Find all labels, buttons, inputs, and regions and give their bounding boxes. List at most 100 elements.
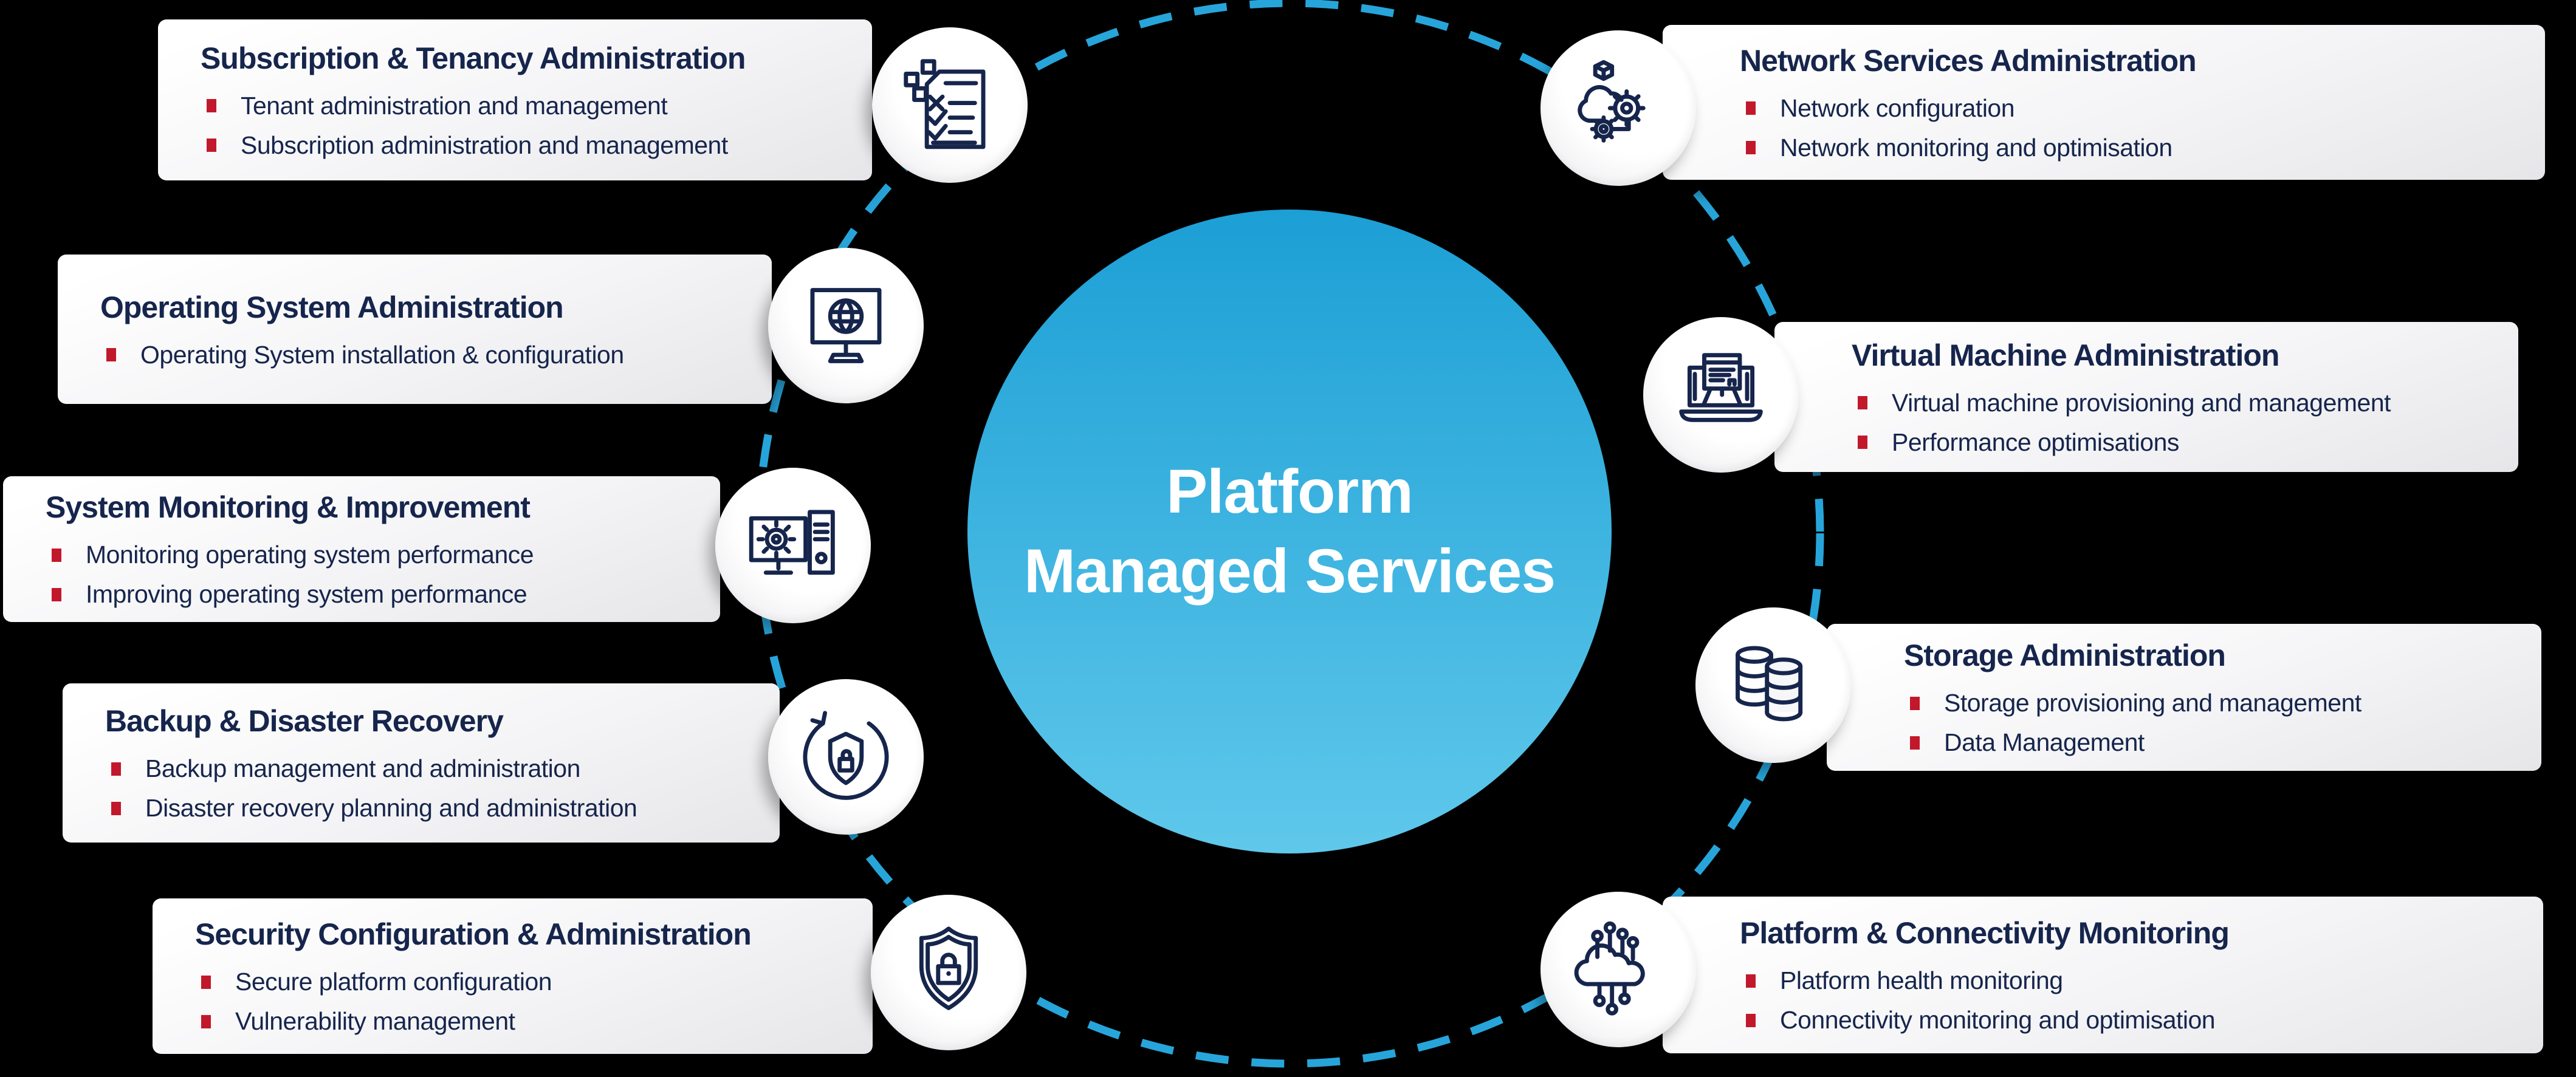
bullet-item: Data Management [1904, 728, 2505, 757]
bullet-marker [1746, 101, 1756, 115]
bullet-item: Disaster recovery planning and administr… [105, 794, 658, 822]
bullet-text: Platform health monitoring [1780, 966, 2063, 994]
cloud-gears-icon [1566, 56, 1671, 160]
cloud-network-icon [1566, 917, 1671, 1022]
checklist-icon-badge [872, 27, 1028, 183]
card-subscription-tenancy: Subscription & Tenancy Administration Te… [158, 19, 872, 180]
bullet-marker [1858, 436, 1867, 449]
bullet-text: Network configuration [1780, 94, 2015, 122]
card-system-monitoring: System Monitoring & Improvement Monitori… [3, 476, 720, 622]
bullet-item: Storage provisioning and management [1904, 689, 2505, 717]
center-circle: Platform Managed Services [967, 210, 1612, 853]
shield-refresh-icon-badge [768, 679, 924, 835]
bullet-text: Operating System installation & configur… [140, 340, 624, 369]
database-icon-badge [1695, 607, 1851, 763]
card-title: Operating System Administration [100, 290, 564, 324]
bullet-text: Monitoring operating system performance [86, 541, 534, 569]
bullet-item: Virtual machine provisioning and managem… [1852, 389, 2482, 417]
laptop-presentation-icon [1669, 343, 1773, 447]
bullet-marker [111, 762, 121, 776]
card-network-services: Network Services Administration Network … [1663, 25, 2545, 180]
shield-lock-icon [896, 920, 1001, 1025]
card-security-configuration: Security Configuration & Administration … [153, 898, 873, 1054]
center-title-line1: Platform [1166, 457, 1413, 527]
monitor-gear-icon [741, 493, 845, 598]
bullet-text: Disaster recovery planning and administr… [145, 794, 637, 822]
bullet-item: Performance optimisations [1852, 428, 2482, 457]
card-title: Virtual Machine Administration [1852, 338, 2279, 372]
card-backup-disaster-recovery: Backup & Disaster Recovery Backup manage… [63, 683, 780, 843]
bullet-marker [201, 975, 211, 989]
bullet-marker [207, 138, 216, 152]
bullet-item: Monitoring operating system performance [46, 541, 599, 569]
bullet-marker [1746, 1013, 1756, 1027]
bullet-marker [201, 1014, 211, 1028]
database-icon [1721, 633, 1826, 737]
bullet-text: Virtual machine provisioning and managem… [1892, 388, 2391, 417]
cloud-gears-icon-badge [1540, 30, 1696, 186]
card-title: System Monitoring & Improvement [46, 490, 531, 524]
bullet-marker [52, 587, 61, 601]
laptop-presentation-icon-badge [1643, 317, 1799, 473]
bullet-marker [1910, 696, 1920, 710]
monitor-globe-icon [794, 273, 898, 378]
bullet-item: Improving operating system performance [46, 580, 599, 609]
bullet-text: Performance optimisations [1892, 428, 2179, 456]
bullet-text: Improving operating system performance [86, 580, 527, 608]
bullet-item: Connectivity monitoring and optimisation [1740, 1006, 2507, 1034]
bullet-text: Data Management [1944, 728, 2145, 756]
card-virtual-machine: Virtual Machine Administration Virtual m… [1774, 322, 2518, 472]
card-title: Subscription & Tenancy Administration [201, 41, 746, 75]
bullet-marker [207, 99, 216, 112]
bullet-marker [1746, 141, 1756, 154]
bullet-text: Tenant administration and management [241, 91, 668, 120]
card-title: Backup & Disaster Recovery [105, 704, 504, 738]
bullet-item: Operating System installation & configur… [100, 341, 650, 369]
cloud-network-icon-badge [1540, 892, 1696, 1047]
bullet-text: Secure platform configuration [235, 968, 552, 996]
bullet-marker [111, 801, 121, 815]
bullet-marker [1746, 974, 1756, 988]
card-storage: Storage Administration Storage provision… [1827, 624, 2541, 771]
bullet-item: Tenant administration and management [201, 92, 750, 120]
card-title: Storage Administration [1904, 638, 2226, 672]
bullet-marker [52, 548, 61, 562]
bullet-item: Backup management and administration [105, 754, 658, 783]
bullet-item: Platform health monitoring [1740, 966, 2507, 995]
bullet-text: Network monitoring and optimisation [1780, 133, 2172, 162]
card-title: Network Services Administration [1740, 43, 2197, 78]
bullet-text: Subscription administration and manageme… [241, 131, 728, 159]
card-bullet-list: Virtual machine provisioning and managem… [1852, 389, 2482, 457]
bullet-marker [106, 348, 116, 361]
shield-lock-icon-badge [871, 895, 1026, 1050]
card-operating-system: Operating System Administration Operatin… [58, 255, 772, 404]
monitor-gear-icon-badge [715, 468, 871, 623]
bullet-text: Connectivity monitoring and optimisation [1780, 1006, 2216, 1034]
card-platform-connectivity: Platform & Connectivity Monitoring Platf… [1663, 897, 2543, 1053]
bullet-item: Network configuration [1740, 94, 2509, 123]
bullet-item: Network monitoring and optimisation [1740, 134, 2509, 162]
monitor-globe-icon-badge [768, 248, 924, 403]
card-title: Platform & Connectivity Monitoring [1740, 916, 2230, 950]
bullet-text: Vulnerability management [235, 1007, 515, 1035]
bullet-text: Backup management and administration [145, 754, 580, 782]
bullet-item: Secure platform configuration [195, 968, 751, 996]
checklist-icon [898, 53, 1002, 157]
card-bullet-list: Operating System installation & configur… [100, 341, 650, 369]
bullet-item: Subscription administration and manageme… [201, 131, 750, 160]
center-title-line2: Managed Services [1023, 536, 1556, 606]
bullet-marker [1910, 736, 1920, 750]
shield-refresh-icon [794, 705, 898, 809]
bullet-text: Storage provisioning and management [1944, 689, 2361, 717]
card-title: Security Configuration & Administration [195, 917, 752, 951]
bullet-marker [1858, 396, 1867, 409]
bullet-item: Vulnerability management [195, 1007, 751, 1036]
